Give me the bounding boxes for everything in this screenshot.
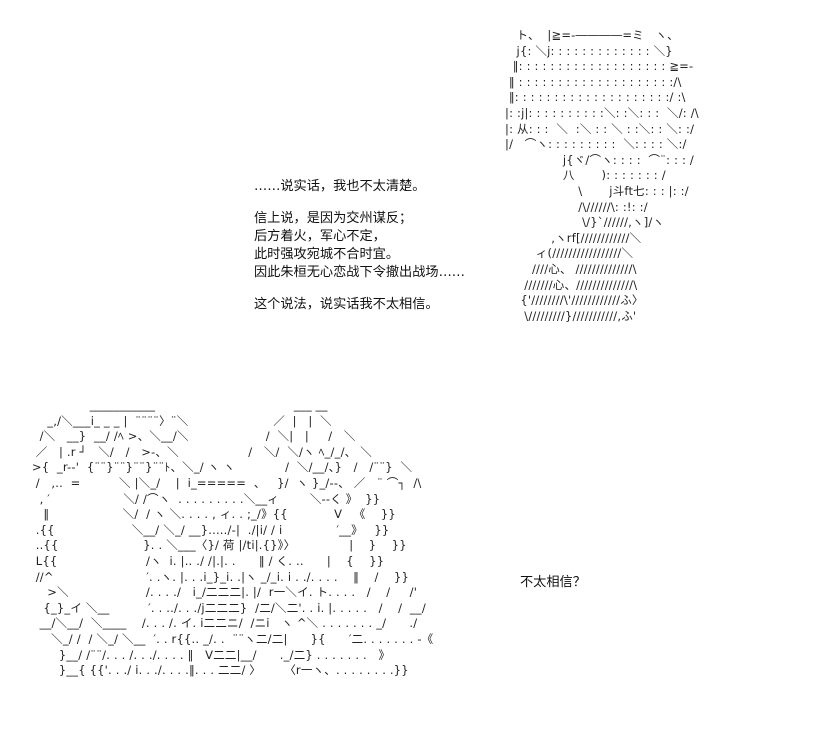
- ascii-art-frame: ___________ ___ __ _,/＼___i_ _ _ | ¨¨¨¨〉…: [31, 398, 434, 678]
- dialogue-gap: [254, 196, 465, 210]
- dialogue-line: ……说实话，我也不太清楚。: [254, 179, 426, 194]
- dialogue-line: 因此朱桓无心恋战下令撤出战场……: [254, 265, 465, 280]
- dialogue-line: 后方着火，军心不定，: [254, 229, 386, 244]
- dialogue-line: 此时强攻宛城不合时宜。: [254, 247, 400, 262]
- dialogue-gap: [254, 282, 465, 296]
- dialogue-short: 不太相信？: [520, 575, 586, 590]
- dialogue-line: 信上说，是因为交州谋反；: [254, 211, 413, 226]
- dialogue-text: ……说实话，我也不太清楚。信上说，是因为交州谋反； 后方着火，军心不定， 此时强攻宛…: [254, 178, 465, 314]
- ascii-art-figure: ト、 |≧=-――――=ミ ヽ、 j{: ＼j: : : : : : : : :…: [504, 28, 699, 323]
- dialogue-line: 这个说法，说实话我不太相信。: [254, 297, 439, 312]
